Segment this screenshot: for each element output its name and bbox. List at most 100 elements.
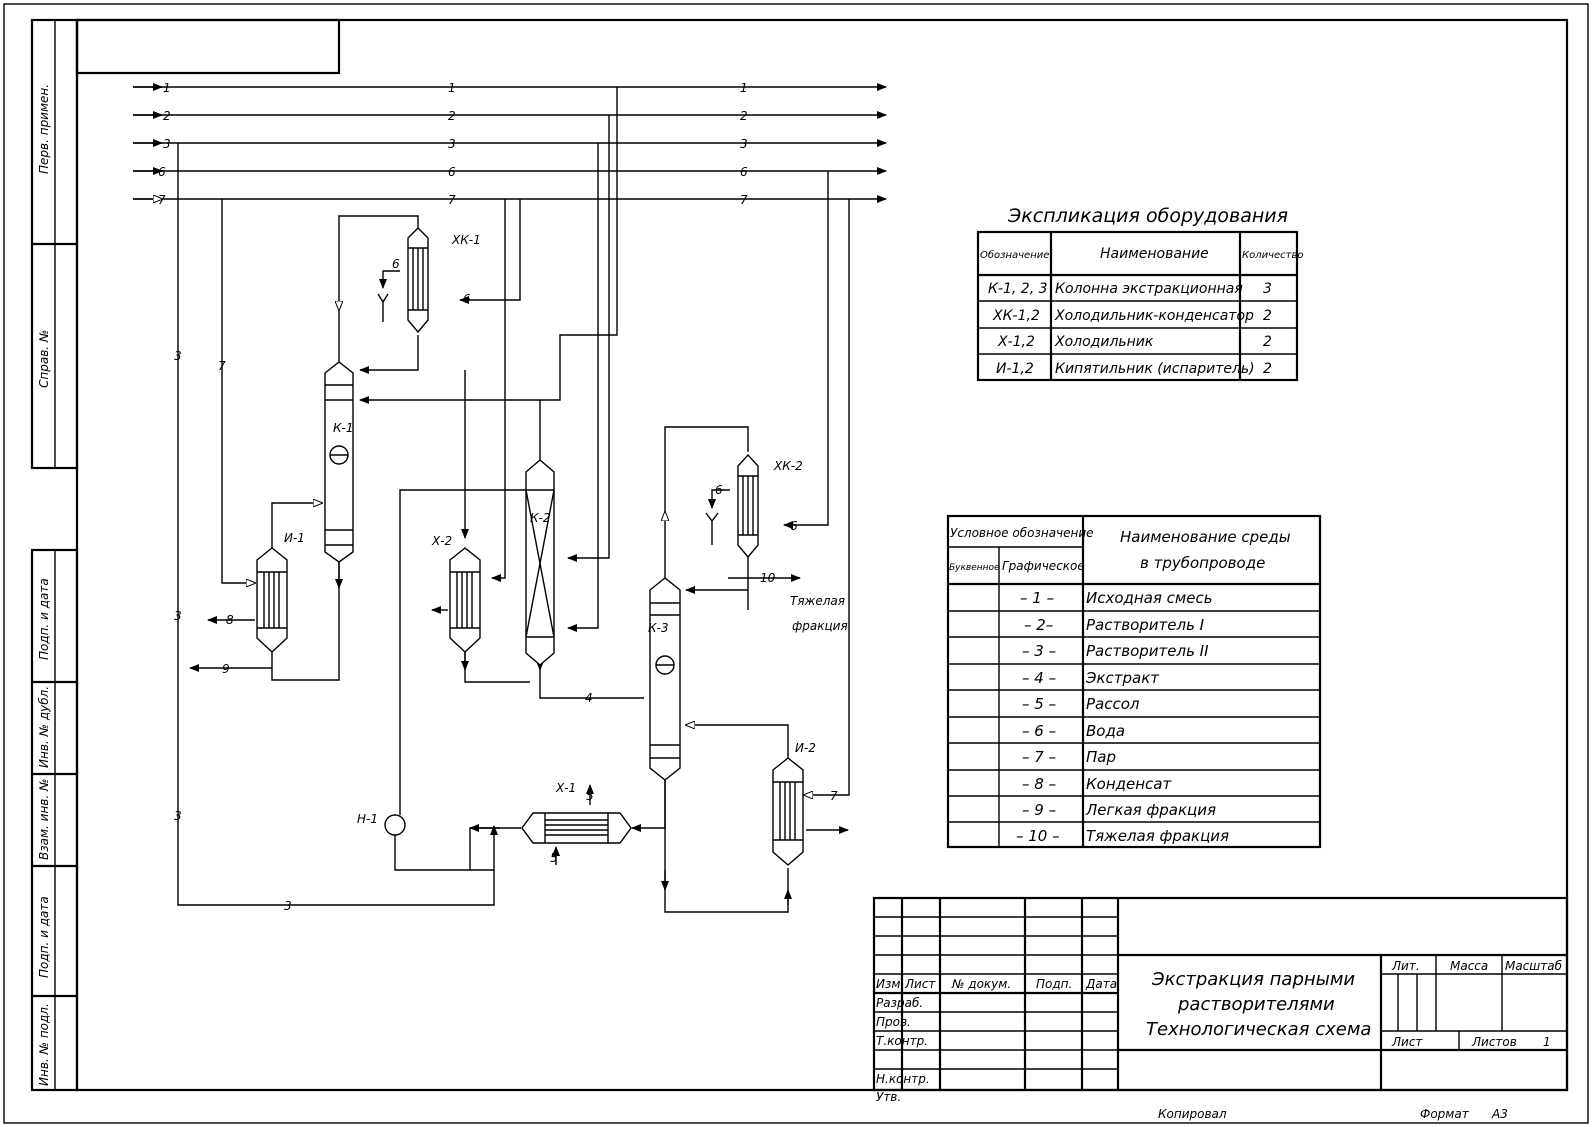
stream-label: 6 [463,292,471,306]
line-label-6: 6 [158,165,166,179]
media-name: Вода [1086,722,1125,740]
header-line-labels: 1 2 3 6 7 1 2 3 6 7 1 2 3 6 7 [158,81,748,207]
media-header: Буквенное [949,563,1000,573]
media-code: – 10 – [1016,827,1060,845]
heavy-fraction-label: Тяжелая [790,594,845,608]
media-code: – 4 – [1022,669,1056,687]
table-cell: Холодильник [1054,334,1154,350]
drawing-title: растворителями [1177,994,1335,1015]
stream-label: 10 [760,571,776,585]
media-code: – 1 – [1020,589,1054,607]
tag-XK1: ХК-1 [451,233,481,247]
table-cell: 2 [1263,361,1272,377]
condenser-XK1: ХК-1 [407,227,481,334]
stream-label: 5 [586,789,594,803]
column-K1: К-1 [324,361,354,563]
table-cell: 3 [1263,281,1272,297]
table-cell: И-1,2 [996,361,1034,377]
table-cell: Х-1,2 [997,334,1035,350]
equipment-table: Экспликация оборудования Обозначение Наи… [976,205,1304,382]
stream-label: 4 [585,691,593,705]
table-cell: Холодильник-конденсатор [1054,308,1254,324]
tb-izm: Изм. [876,977,904,991]
table-cell: ХК-1,2 [992,308,1040,324]
tb-format-value: А3 [1491,1107,1508,1121]
table-cell: Кипятильник (испаритель) [1055,361,1255,377]
heavy-fraction-label: фракция [792,619,848,633]
stream-label: 3 [174,349,182,363]
drawing-title: Экстракция парными [1151,969,1355,990]
media-name: Тяжелая фракция [1086,827,1229,845]
media-code: – 7 – [1022,748,1056,766]
table-cell: 2 [1263,334,1272,350]
tag-X2: Х-2 [431,534,452,548]
table-header: Обозначение [980,249,1049,261]
column-K3: К-3 [648,577,681,781]
tb-tkontr: Т.контр. [876,1034,928,1048]
stream-label: 7 [218,359,226,373]
stream-label: 6 [715,483,723,497]
table-cell: 2 [1263,308,1272,324]
media-code: – 2– [1024,616,1053,634]
stream-labels: 3 3 3 3 7 6 6 8 9 4 5 5 6 6 10 7 Тяжелая… [174,257,848,913]
tb-doc: № докум. [951,977,1011,991]
media-code: – 5 – [1022,695,1056,713]
tb-razrab: Разраб. [876,996,923,1010]
side-label: Инв. № подл. [37,1003,51,1086]
tb-lit: Лит. [1391,959,1420,973]
media-code: – 6 – [1022,722,1056,740]
tb-podp: Подп. [1036,977,1072,991]
line-label-3: 3 [448,137,456,151]
table-cell: Колонна экстракционная [1055,281,1243,297]
line-label-6: 6 [448,165,456,179]
tb-utv: Утв. [876,1090,901,1104]
line-label-1: 1 [740,81,748,95]
reboiler-I1: И-1 [256,531,305,653]
condenser-XK2: ХК-2 [737,453,803,559]
table-header: Количество [1242,250,1304,261]
cooler-X2: Х-2 [431,534,481,653]
stream-label: 6 [790,519,798,533]
tag-I2: И-2 [795,741,816,755]
pump-N1: Н-1 [357,812,406,836]
tb-nkontr: Н.контр. [876,1072,930,1086]
media-code: – 8 – [1022,775,1056,793]
tag-K3: К-3 [648,621,668,635]
cooler-X1: Х-1 [521,781,632,844]
stream-label: 6 [392,257,400,271]
tag-XK2: ХК-2 [773,459,803,473]
tb-listov: Листов [1471,1035,1517,1049]
media-name: Растворитель II [1086,642,1209,660]
stream-label: 3 [174,809,182,823]
stream-label: 7 [830,789,838,803]
side-label: Перв. примен. [37,84,51,174]
table-cell: К-1, 2, 3 [988,281,1048,297]
media-code: – 9 – [1022,801,1056,819]
line-label-1: 1 [163,81,171,95]
line-label-3: 3 [740,137,748,151]
media-name: Легкая фракция [1085,801,1216,819]
main-header-lines [133,83,887,203]
side-stamp-labels: Перв. примен. Справ. № Подп. и дата Инв.… [37,84,51,1086]
side-label: Справ. № [37,330,51,388]
line-label-7: 7 [158,193,166,207]
stream-label: 3 [174,609,182,623]
media-name: Растворитель I [1086,616,1205,634]
media-header: в трубопроводе [1140,554,1265,572]
tb-format: Формат [1420,1107,1470,1121]
tag-K2: К-2 [530,511,550,525]
side-label: Подп. и дата [37,578,51,660]
title-block: Изм. Лист № докум. Подп. Дата Разраб. Пр… [872,896,1569,1121]
line-label-2: 2 [163,109,171,123]
tag-I1: И-1 [284,531,305,545]
table-header: Наименование [1100,246,1209,262]
tb-masshtab: Масштаб [1505,959,1563,973]
media-name: Конденсат [1086,775,1172,793]
media-name: Экстракт [1085,669,1160,687]
equipment-table-title: Экспликация оборудования [1007,205,1288,227]
pipelines [177,87,850,913]
media-header: Условное обозначение [950,526,1094,540]
line-label-7: 7 [448,193,456,207]
side-label: Взам. инв. № [37,779,51,860]
